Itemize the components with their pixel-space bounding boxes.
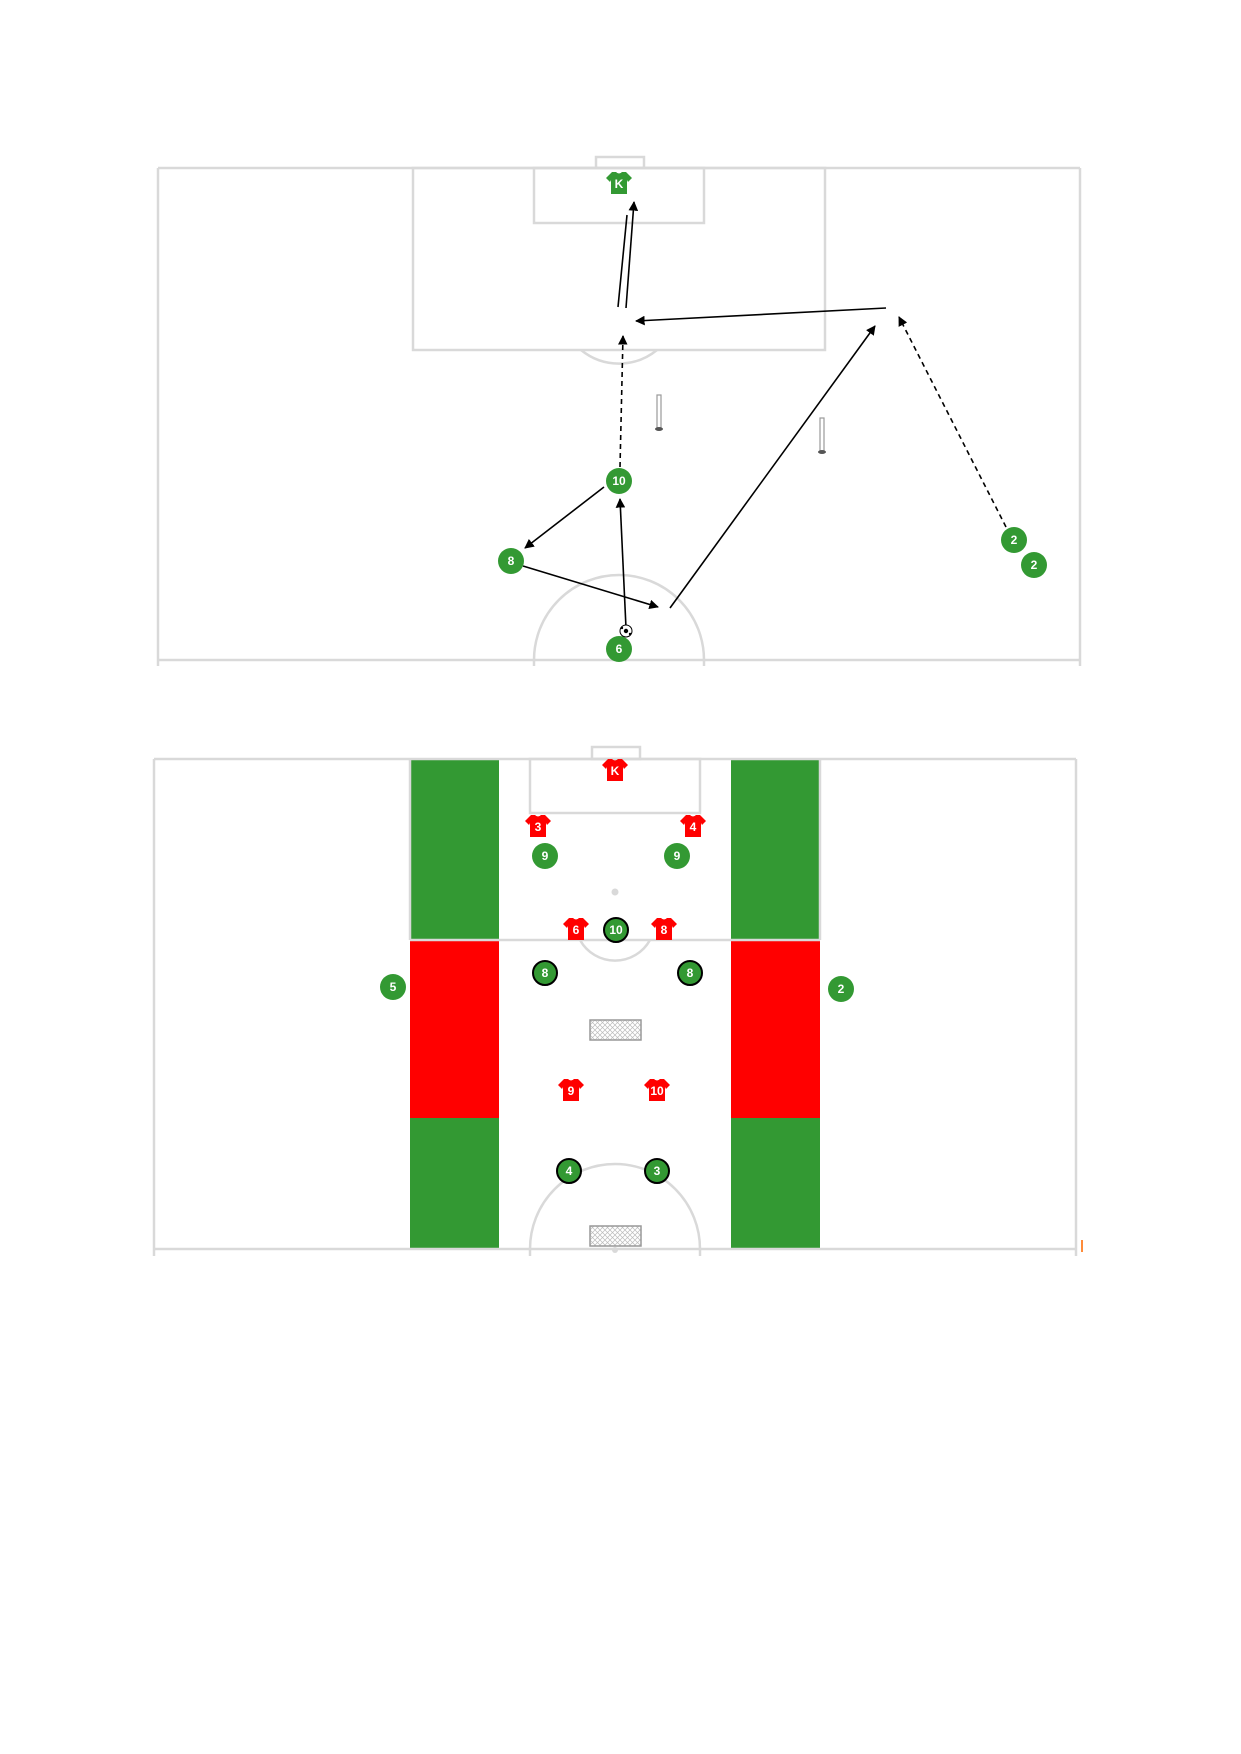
diagram-2: K 3 4 6 8 9 10 9 [152, 745, 1083, 1256]
pitch-markings [156, 155, 1082, 666]
goal-frame [594, 155, 646, 170]
zone-green [410, 759, 499, 940]
ball-icon [619, 624, 633, 638]
pole-base [655, 427, 663, 431]
player-4: 4 [556, 1158, 582, 1184]
penalty-area [411, 166, 827, 352]
penalty-spot [611, 888, 619, 896]
pass-arrow [522, 565, 659, 610]
penalty-arc [580, 349, 658, 365]
shirt-number: K [615, 177, 624, 191]
movement-arrows [522, 201, 1007, 629]
zone-green [410, 1118, 499, 1249]
svg-text:3: 3 [535, 820, 542, 834]
svg-text:8: 8 [661, 923, 668, 937]
red-shirt-3: 3 [525, 815, 551, 837]
pole-icon [819, 417, 825, 453]
shot-arrow [625, 201, 639, 309]
goal-frame [590, 745, 642, 761]
pitch-markings [152, 745, 1083, 1256]
red-shirt-9: 9 [558, 1079, 584, 1101]
svg-text:9: 9 [674, 849, 681, 863]
player-3: 3 [644, 1158, 670, 1184]
center-circle [528, 1162, 702, 1256]
mini-goal-icon [589, 1225, 642, 1247]
zone-red [410, 940, 499, 1118]
player-9: 9 [664, 843, 690, 869]
zone-red [731, 940, 820, 1118]
player-8: 8 [498, 548, 524, 574]
svg-text:8: 8 [687, 966, 694, 980]
player-2: 2 [828, 976, 854, 1002]
svg-text:2: 2 [1031, 558, 1038, 572]
zone-green [731, 1118, 820, 1249]
player-10: 10 [603, 917, 629, 943]
goal-area [528, 757, 702, 815]
svg-text:10: 10 [609, 923, 623, 937]
mini-goal-icon [589, 1019, 642, 1041]
svg-text:3: 3 [654, 1164, 661, 1178]
pass-arrow [615, 498, 627, 629]
svg-text:6: 6 [573, 923, 580, 937]
svg-text:4: 4 [690, 820, 697, 834]
pole-icon [656, 394, 662, 430]
svg-text:2: 2 [838, 982, 845, 996]
run-arrow [618, 335, 628, 468]
shot-arrow [617, 214, 628, 308]
pass-arrow [635, 307, 887, 326]
pass-arrow [669, 325, 876, 609]
center-spot [612, 1247, 618, 1253]
player-8: 8 [677, 960, 703, 986]
player-2: 2 [1001, 527, 1027, 553]
diagram-1: K 10 8 6 2 2 [156, 155, 1082, 666]
center-circle [532, 573, 706, 666]
player-6: 6 [606, 636, 632, 662]
red-shirt-8: 8 [651, 918, 677, 940]
svg-text:4: 4 [566, 1164, 573, 1178]
goal-area [532, 166, 706, 225]
red-goalkeeper-shirt: K [602, 759, 628, 781]
player-9: 9 [532, 843, 558, 869]
goalkeeper-shirt: K [606, 172, 632, 194]
svg-text:9: 9 [568, 1084, 575, 1098]
zones [410, 759, 820, 1249]
svg-text:9: 9 [542, 849, 549, 863]
svg-text:2: 2 [1011, 533, 1018, 547]
svg-text:10: 10 [612, 474, 626, 488]
red-shirt-10: 10 [644, 1079, 670, 1101]
player-2: 2 [1021, 552, 1047, 578]
poles [655, 394, 826, 454]
player-5: 5 [380, 974, 406, 1000]
svg-text:K: K [611, 764, 620, 778]
player-10: 10 [606, 468, 632, 494]
run-arrow [898, 316, 1007, 528]
center-arc [578, 939, 652, 962]
svg-text:8: 8 [542, 966, 549, 980]
zone-green [731, 759, 820, 940]
svg-text:5: 5 [390, 980, 397, 994]
red-shirt-4: 4 [680, 815, 706, 837]
red-shirt-6: 6 [563, 918, 589, 940]
pole-base [818, 450, 826, 454]
svg-text:6: 6 [616, 642, 623, 656]
pass-arrow [524, 486, 605, 549]
svg-text:8: 8 [508, 554, 515, 568]
player-8: 8 [532, 960, 558, 986]
svg-text:10: 10 [650, 1084, 664, 1098]
